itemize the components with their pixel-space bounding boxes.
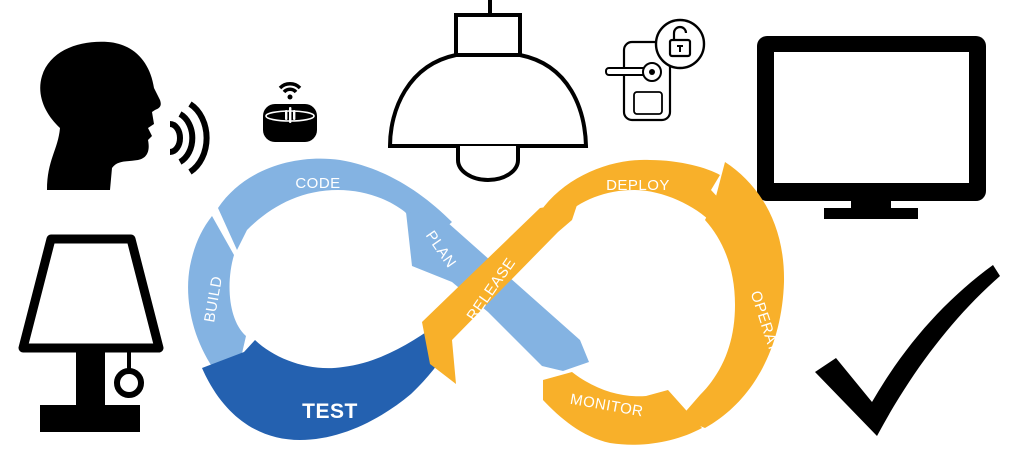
segment-operate [680,162,785,428]
segment-deploy [540,159,725,224]
label-test: TEST [302,400,358,423]
pendant-lamp-icon [387,0,589,182]
smart-speaker-icon [263,82,317,142]
segment-release [422,202,578,384]
table-lamp-icon [18,234,164,432]
monitor-icon [757,36,986,219]
segment-code [218,158,452,250]
label-code: CODE [295,175,340,192]
checkmark-icon [815,265,1000,436]
segment-monitor [543,372,702,445]
segment-build [188,216,246,368]
smart-door-lock-icon [605,18,706,122]
label-deploy: DEPLOY [606,177,670,194]
speaking-head-icon [40,41,210,191]
segment-test [202,322,457,440]
